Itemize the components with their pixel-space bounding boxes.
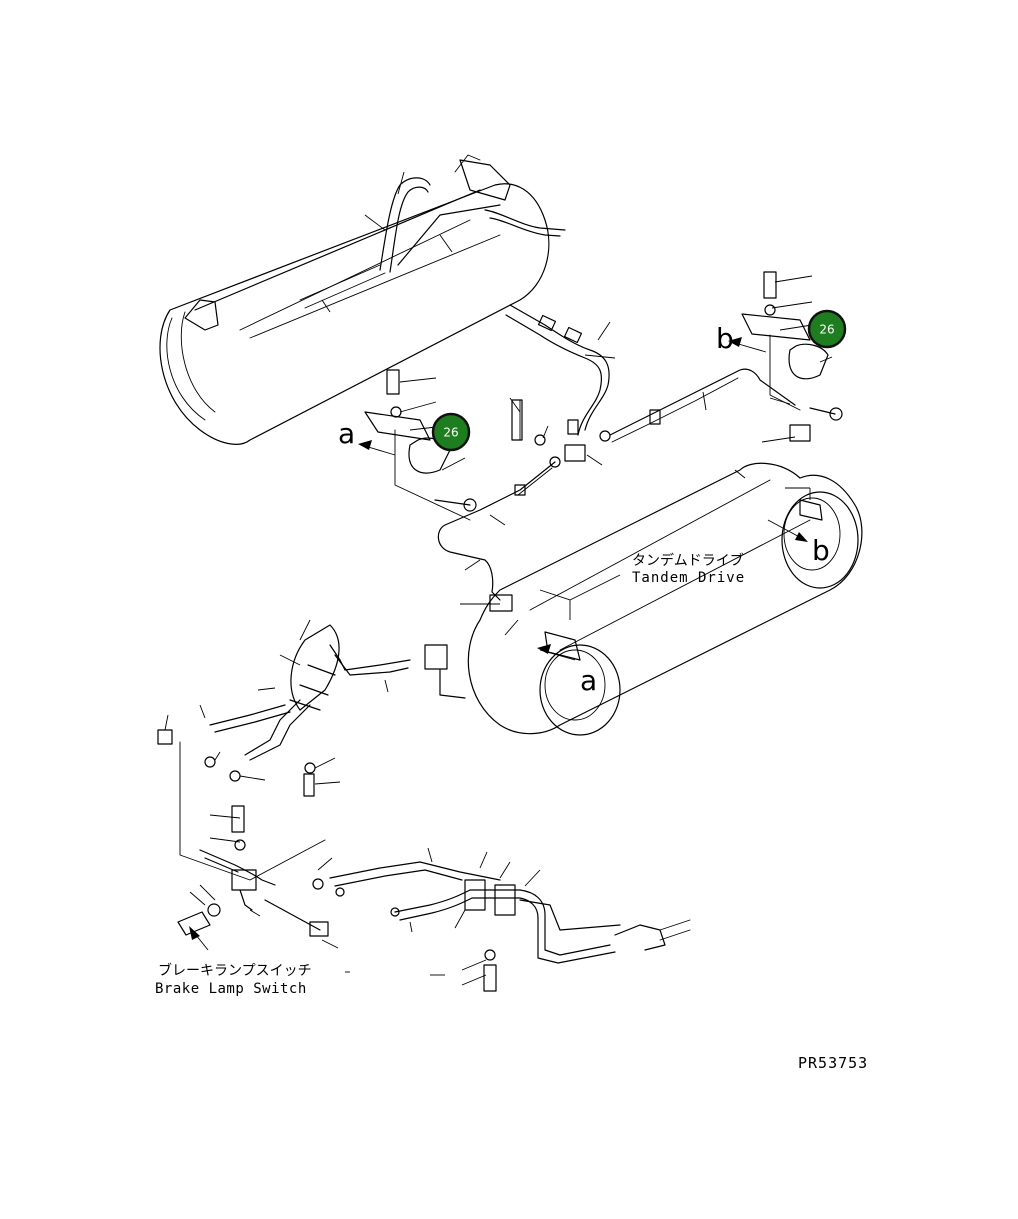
clamp-group-b (741, 271, 843, 421)
lower-tandem-housing (467, 462, 863, 736)
brake-pipe-b (599, 368, 811, 443)
upper-hoses (505, 304, 610, 436)
view-arrows (189, 337, 808, 951)
lower-left-assembly (157, 624, 466, 881)
bottom-pipe-assembly (177, 849, 691, 992)
view-label-a-lower: a (580, 664, 597, 697)
brake-lamp-switch-label-en: Brake Lamp Switch (155, 981, 307, 997)
tandem-drive-label-en: Tandem Drive (632, 570, 745, 586)
brake-pipe-a (437, 456, 561, 612)
view-label-a-upper: a (338, 417, 355, 450)
callout-badge[interactable]: 26 (431, 412, 471, 452)
leader-lines (164, 171, 833, 986)
callout-badge[interactable]: 26 (807, 309, 847, 349)
view-label-b-upper: b (716, 322, 734, 355)
tandem-drive-label-jp: タンデムドライブ (632, 552, 744, 569)
callout-number: 26 (819, 323, 834, 337)
clamp-group-a (364, 369, 586, 521)
view-label-b-lower: b (812, 534, 830, 567)
brake-lamp-switch-label-jp: ブレーキランプスイッチ (158, 962, 312, 979)
upper-tandem-housing (159, 154, 566, 445)
drawing-number: PR53753 (798, 1054, 868, 1072)
callout-number: 26 (443, 426, 458, 440)
